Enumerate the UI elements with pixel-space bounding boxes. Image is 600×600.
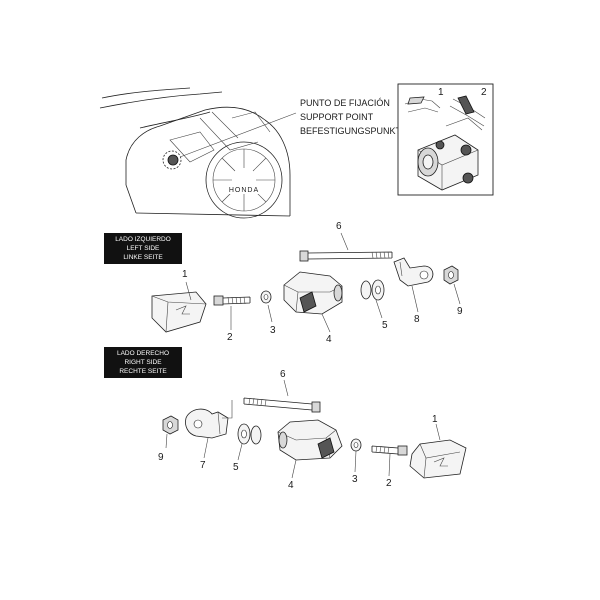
engine-detail-illustration: HONDA [99,87,297,219]
right-side-callouts: 9 7 5 6 4 3 2 1 [158,369,438,491]
left-side-leaders [185,232,461,333]
left-bolt [213,295,251,306]
right-spacer-block [277,419,343,461]
left-side-title-es: LADO IZQUIERDO [115,236,171,243]
left-side-parts [151,250,459,333]
left-nut [443,265,459,285]
support-point-label: PUNTO DE FIJACIÓN SUPPORT POINT BEFESTIG… [300,98,402,136]
engine-cover-spokes [213,149,275,211]
left-collar [360,279,385,301]
inset-step-2: 2 [481,87,487,98]
right-side-leaders [165,379,441,479]
right-side-title-es: LADO DERECHO [117,350,169,357]
right-callout-9: 9 [158,452,164,463]
right-callout-2: 2 [386,478,392,489]
right-bracket [185,408,229,439]
left-callout-6: 6 [336,221,342,232]
right-long-bolt [243,397,321,413]
right-nut [162,415,179,435]
support-point-marker [167,154,179,166]
left-side-title-box: LADO IZQUIERDO LEFT SIDE LINKE SEITE [104,233,182,264]
right-callout-7: 7 [200,460,206,471]
left-callout-8: 8 [414,314,420,325]
right-slider-cap [409,439,467,479]
left-spacer-block [283,271,343,315]
support-point-label-de: BEFESTIGUNGSPUNKT [300,126,402,136]
right-callout-4: 4 [288,480,294,491]
left-slider-cap [151,291,207,333]
right-side-parts [162,397,467,479]
left-side-title-de: LINKE SEITE [123,254,163,261]
right-callout-1: 1 [432,414,438,425]
left-callout-9: 9 [457,306,463,317]
support-point-label-en: SUPPORT POINT [300,112,374,122]
right-collar [237,423,262,445]
support-point-label-es: PUNTO DE FIJACIÓN [300,98,390,108]
right-callout-5: 5 [233,462,239,473]
inset-step-1: 1 [438,87,444,98]
installation-inset: 1 2 [397,83,494,196]
right-callout-6: 6 [280,369,286,380]
left-callout-4: 4 [326,334,332,345]
left-callout-5: 5 [382,320,388,331]
left-long-bolt [299,250,393,262]
left-side-callouts: 1 2 3 4 5 6 8 9 [182,221,463,345]
right-side-title-de: RECHTE SEITE [119,368,167,375]
left-callout-1: 1 [182,269,188,280]
inset-arrow-icon [407,96,425,105]
right-bolt [371,445,408,456]
right-callout-3: 3 [352,474,358,485]
left-side-title-en: LEFT SIDE [127,245,160,252]
left-callout-3: 3 [270,325,276,336]
right-side-title-en: RIGHT SIDE [124,359,162,366]
right-side-title-box: LADO DERECHO RIGHT SIDE RECHTE SEITE [104,347,182,378]
left-callout-2: 2 [227,332,233,343]
engine-badge: HONDA [229,187,259,194]
